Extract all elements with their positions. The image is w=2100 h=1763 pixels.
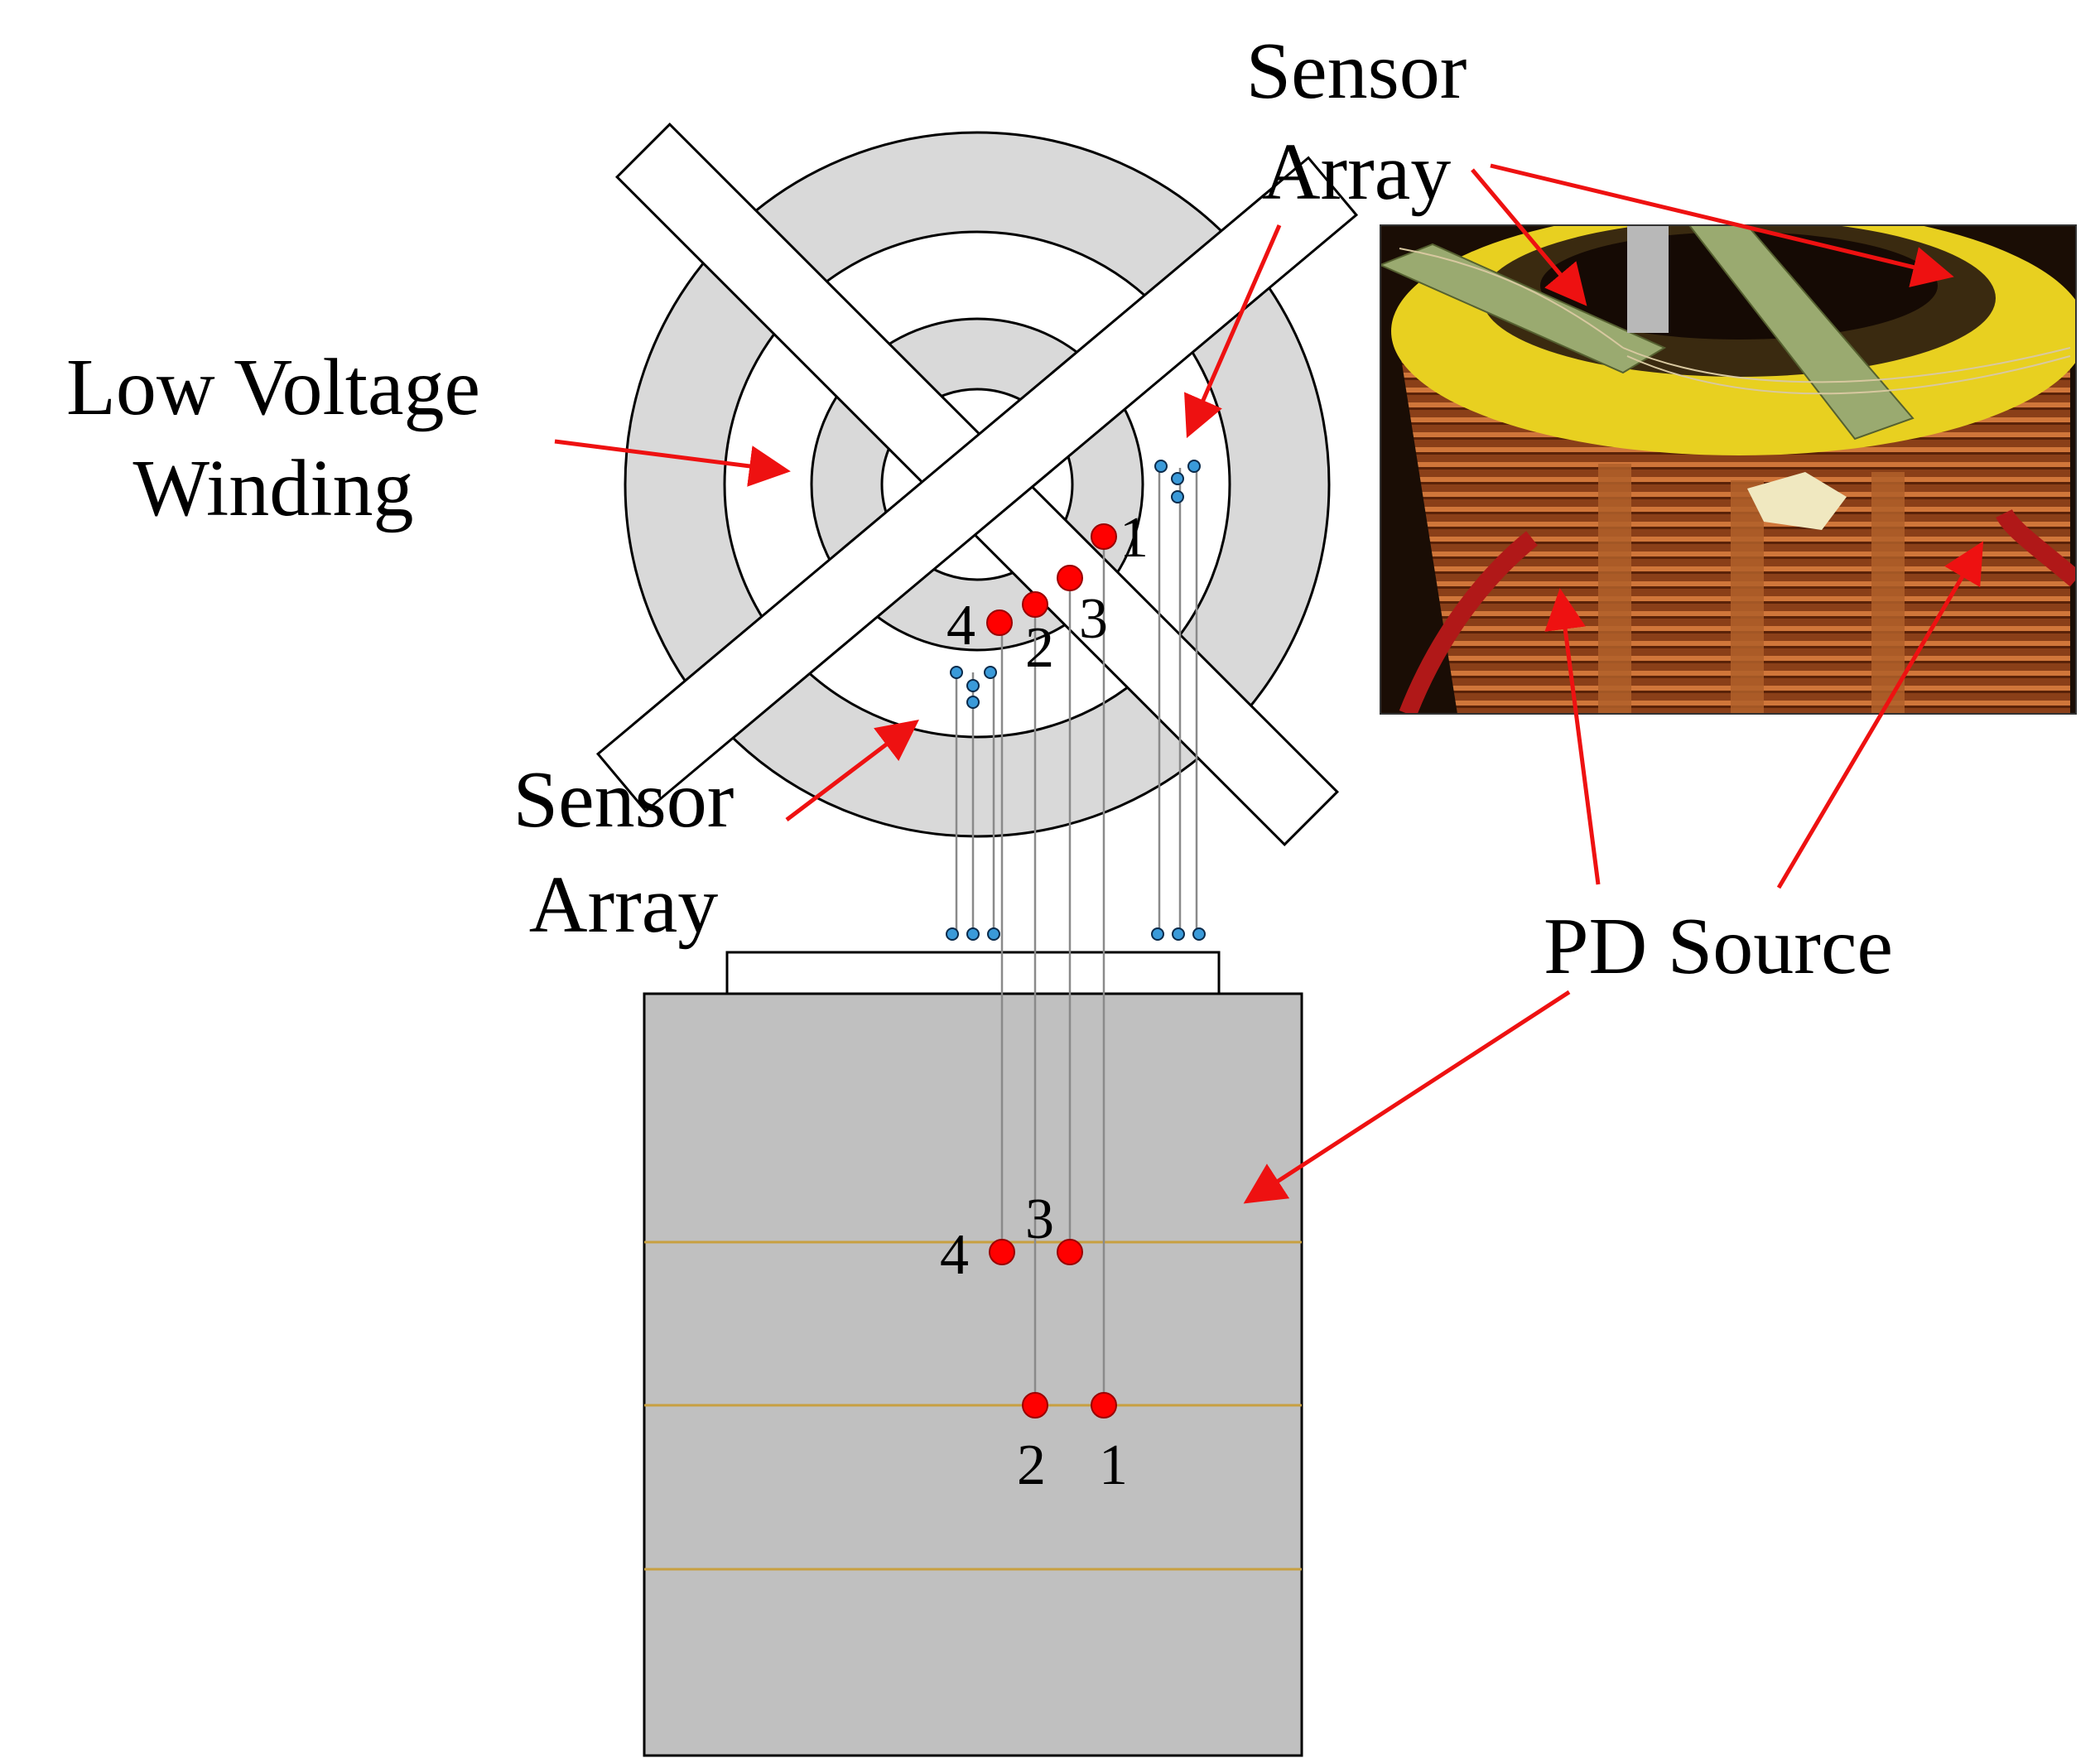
sensor-dot bbox=[950, 666, 963, 679]
pd-sources-side bbox=[989, 1239, 1117, 1419]
arrow-sensor-array-photo-1 bbox=[1471, 168, 1587, 306]
sensor-array-side-left bbox=[946, 927, 1000, 941]
sensor-dot bbox=[1192, 927, 1206, 941]
arrow-pd-source-photo-1 bbox=[1544, 588, 1601, 885]
sensor-dot bbox=[987, 927, 1000, 941]
tank-side-view bbox=[643, 951, 1303, 1757]
sensor-dot bbox=[1171, 490, 1184, 503]
sensor-array-left-label-1: Sensor bbox=[513, 755, 735, 845]
pd-label-top-1: 1 bbox=[1120, 506, 1149, 570]
low-voltage-winding-label-2: Winding bbox=[132, 444, 413, 533]
low-voltage-winding-label-1: Low Voltage bbox=[66, 343, 480, 432]
pd-source-3 bbox=[1057, 565, 1083, 591]
pd-source-3 bbox=[1057, 1239, 1083, 1265]
pd-sources-top bbox=[986, 523, 1117, 636]
sensor-array-top-label-2: Array bbox=[1262, 128, 1452, 217]
sensor-dot bbox=[1172, 927, 1185, 941]
arrow-sensor-array-top bbox=[1184, 224, 1282, 439]
pd-label-top-2: 2 bbox=[1025, 616, 1054, 680]
sensor-dot bbox=[946, 927, 959, 941]
arrow-sensor-array-left bbox=[785, 719, 919, 821]
arrow-low-voltage-winding bbox=[554, 439, 791, 487]
sensor-array-left-label-2: Array bbox=[529, 860, 719, 950]
pd-source-2 bbox=[1022, 591, 1048, 618]
sensor-dot bbox=[966, 696, 980, 709]
winding-top-view bbox=[595, 123, 1359, 846]
pd-source-label: PD Source bbox=[1544, 902, 1893, 991]
transformer-winding-photo bbox=[1380, 225, 2076, 714]
sensor-dot bbox=[1171, 472, 1184, 485]
pd-source-2 bbox=[1022, 1392, 1048, 1419]
sensor-dot bbox=[966, 679, 980, 692]
arrow-pd-source-tank bbox=[1243, 990, 1571, 1204]
pd-label-side-4: 4 bbox=[940, 1223, 969, 1287]
tank-lid bbox=[725, 951, 1221, 995]
pd-label-top-3: 3 bbox=[1079, 587, 1108, 651]
sensor-dot bbox=[1151, 927, 1164, 941]
arrow-sensor-array-photo-2 bbox=[1490, 163, 1954, 287]
pd-source-4 bbox=[989, 1239, 1015, 1265]
sensor-dot bbox=[966, 927, 980, 941]
pd-source-1 bbox=[1091, 1392, 1117, 1419]
sensor-array-top-right bbox=[1154, 460, 1201, 503]
projection-lines bbox=[955, 468, 1198, 1405]
spacer-bar-2 bbox=[595, 156, 1359, 813]
tank-body bbox=[643, 992, 1303, 1757]
sensor-array-top-left bbox=[950, 666, 997, 709]
pd-source-1 bbox=[1091, 523, 1117, 550]
arrow-pd-source-photo-2 bbox=[1776, 541, 1984, 889]
sensor-dot bbox=[984, 666, 997, 679]
sensor-dot bbox=[1154, 460, 1168, 473]
sensor-array-top-label-1: Sensor bbox=[1246, 26, 1467, 116]
photo-frame bbox=[1380, 224, 2077, 715]
pd-label-side-1: 1 bbox=[1099, 1433, 1128, 1497]
sensor-array-side-right bbox=[1151, 927, 1206, 941]
annotation-arrows bbox=[554, 163, 1984, 1204]
pd-label-side-2: 2 bbox=[1017, 1433, 1046, 1497]
pd-label-side-3: 3 bbox=[1025, 1187, 1054, 1251]
sensor-dot bbox=[1187, 460, 1201, 473]
pd-source-4 bbox=[986, 609, 1013, 636]
pd-label-top-4: 4 bbox=[946, 594, 975, 658]
